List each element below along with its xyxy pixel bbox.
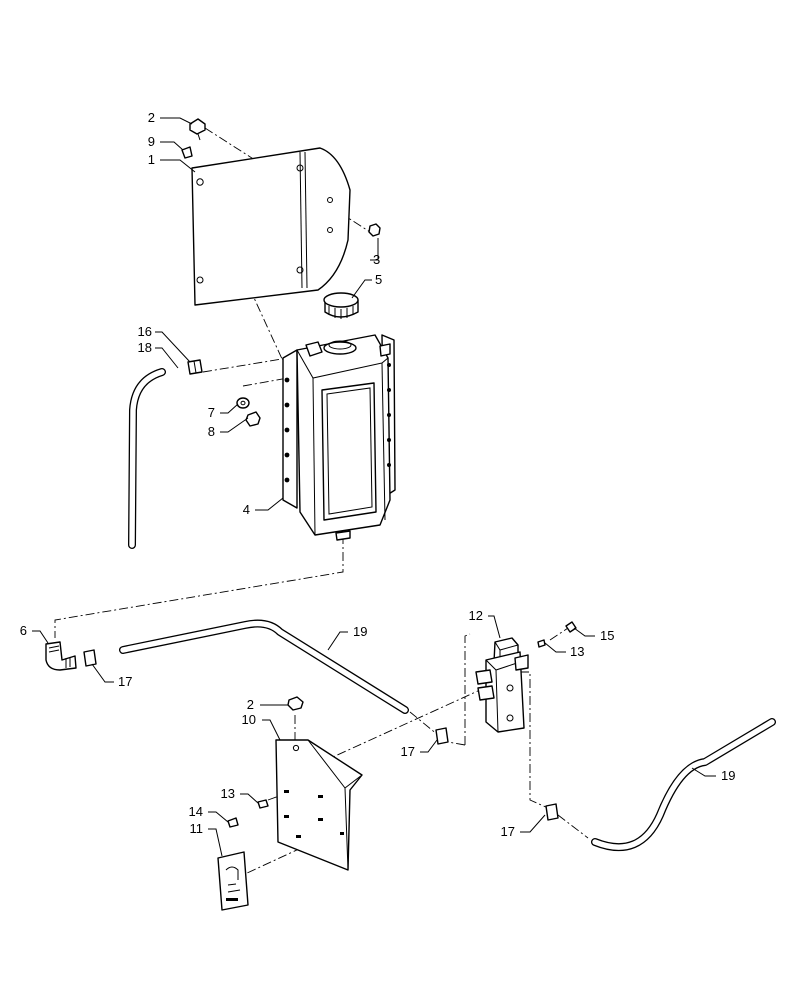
callout-19-middle: 19 [353, 624, 367, 639]
washer-13-right [537, 639, 546, 648]
upper-hose [128, 368, 166, 549]
hose-clamp-17-left [83, 649, 97, 667]
callout-17-center: 17 [401, 744, 415, 759]
lower-hose [591, 718, 776, 852]
callout-19-lower: 19 [721, 768, 735, 783]
callout-4: 4 [243, 502, 250, 517]
label-plate-11 [217, 851, 249, 911]
bolt-2-top [189, 118, 206, 141]
washer-13-left [257, 799, 269, 809]
callout-10: 10 [242, 712, 256, 727]
callout-1: 1 [148, 152, 155, 167]
callout-labels: 2 9 1 3 5 16 18 7 8 4 6 17 19 12 15 13 2… [20, 110, 736, 839]
hose-clamp-17-lower [545, 803, 559, 821]
bolt-8 [245, 411, 261, 427]
callout-17-lower: 17 [501, 824, 515, 839]
valve-12 [475, 637, 529, 733]
middle-hose [119, 619, 409, 714]
callout-11: 11 [190, 821, 204, 836]
reservoir-cap [323, 292, 359, 319]
callout-13-left: 13 [221, 786, 235, 801]
hose-clamp-16 [187, 359, 203, 375]
bracket-10 [275, 739, 363, 871]
bolt-2-bracket [287, 696, 304, 711]
clip-9 [181, 146, 193, 159]
callout-16: 16 [138, 324, 152, 339]
mounting-plate [191, 147, 351, 306]
elbow-fitting [45, 641, 77, 671]
screw-14 [227, 817, 239, 828]
callout-15: 15 [600, 628, 614, 643]
leader-lines [32, 117, 716, 857]
callout-18: 18 [138, 340, 152, 355]
callout-14: 14 [189, 804, 203, 819]
callout-13-right: 13 [570, 644, 584, 659]
callout-5: 5 [375, 272, 382, 287]
reservoir-tank [282, 334, 396, 541]
hose-clamp-17-center [435, 727, 449, 745]
callout-12: 12 [469, 608, 483, 623]
callout-17-left: 17 [118, 674, 132, 689]
callout-7: 7 [208, 405, 215, 420]
callout-6: 6 [20, 623, 27, 638]
nut-3 [368, 223, 381, 237]
washer-7 [236, 397, 250, 409]
screw-15 [565, 621, 577, 633]
callout-9: 9 [148, 134, 155, 149]
callout-2-top: 2 [148, 110, 155, 125]
callout-3: 3 [373, 252, 380, 267]
callout-2-bracket: 2 [247, 697, 254, 712]
callout-8: 8 [208, 424, 215, 439]
